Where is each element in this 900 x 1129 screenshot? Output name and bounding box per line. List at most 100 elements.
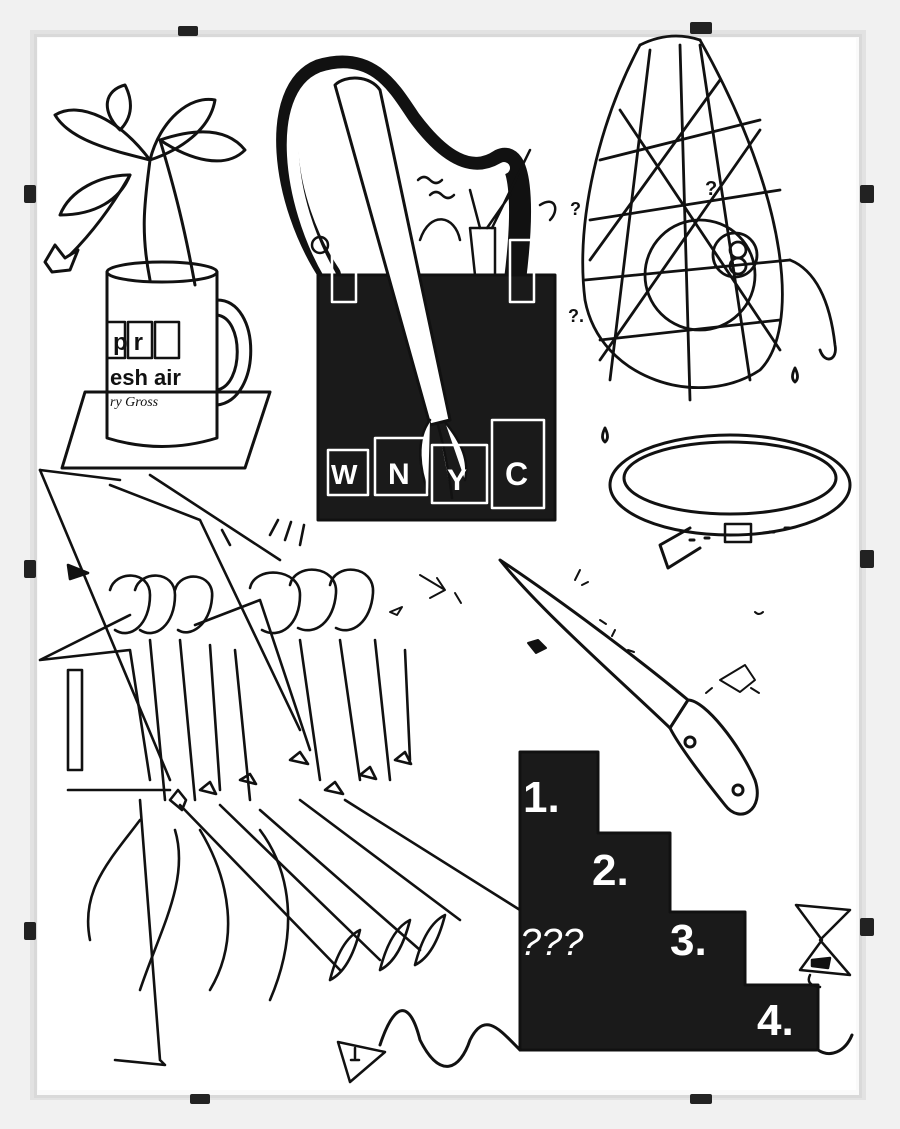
flies: [389, 569, 764, 694]
ray-marks: [220, 518, 306, 547]
podium-steps: [518, 750, 820, 1052]
mug-handle: [215, 298, 253, 407]
small-cup: [336, 1040, 387, 1084]
cup-outline: [336, 1040, 387, 1084]
light-beam: [38, 468, 302, 782]
handle-loop-right: [508, 238, 536, 304]
knife-handle: [668, 698, 759, 816]
knife-nicks: [599, 619, 635, 653]
logo-box-c: [490, 418, 546, 510]
frame-clip: [860, 918, 874, 936]
speck: [574, 569, 589, 586]
net-contents: [711, 231, 759, 279]
body: [38, 613, 152, 782]
host-name-text: ry Gross: [110, 395, 159, 410]
fresh-air-text: esh air: [110, 365, 181, 390]
podium-place-2: 2.: [592, 846, 629, 895]
net-contents: [643, 218, 757, 332]
hourglass-stand: [807, 973, 822, 989]
footprint: [413, 913, 447, 967]
body: [193, 598, 312, 752]
stem: [142, 158, 152, 282]
fly-icon: [419, 574, 462, 604]
frame-clip: [860, 550, 874, 568]
leaf: [105, 83, 132, 132]
net-bag: ? ?. ?: [568, 34, 837, 444]
hand: [168, 772, 258, 812]
head: [173, 575, 214, 634]
wnyc-logo: W N Y C: [326, 418, 546, 510]
greens: [538, 200, 557, 222]
marching-figures: [38, 468, 522, 1067]
podium-place-4: 4.: [757, 996, 794, 1045]
frame-clip: [690, 1094, 712, 1104]
npr-box-3: [153, 320, 181, 360]
speck: [389, 606, 403, 616]
podium: 1. 2. 3. 4. ???: [518, 750, 820, 1052]
head: [248, 571, 302, 635]
frame-clip: [24, 560, 36, 578]
knife: [498, 558, 759, 816]
cone-tip: [66, 563, 90, 581]
logo-box-n: [373, 436, 429, 497]
npr-logo: pr: [113, 329, 149, 356]
speck: [527, 639, 547, 654]
belt-inner: [622, 440, 838, 516]
podium-place-3: 3.: [670, 916, 707, 965]
leg: [198, 828, 290, 1002]
stem: [68, 173, 132, 257]
leaf: [148, 97, 217, 162]
head: [288, 568, 338, 632]
stem: [158, 138, 197, 287]
drip-tail: [788, 258, 837, 361]
body: [298, 638, 412, 782]
hourglass-frame: [794, 903, 852, 977]
knife-rivet: [731, 783, 745, 797]
mug-handle-inner: [215, 313, 239, 392]
block: [66, 668, 84, 772]
handle-loop-left: [330, 238, 358, 304]
npr-box-1: [105, 320, 127, 360]
trail: [113, 798, 167, 1067]
wave-line: [378, 1009, 854, 1068]
head: [328, 568, 375, 632]
frame-clip: [24, 922, 36, 940]
flower: [43, 243, 80, 274]
coffee-mug: pr esh air ry Gross: [60, 260, 272, 470]
question-mark: ?.: [568, 306, 584, 326]
net-contents-loop: [728, 240, 748, 260]
carrot-top: [468, 148, 532, 230]
logo-box-y: [430, 443, 489, 505]
drip: [791, 366, 799, 384]
belt: [608, 433, 852, 570]
logo-letter-n: N: [388, 458, 410, 491]
tote-bag: W N Y C: [276, 55, 557, 522]
net-outline: [581, 38, 784, 390]
logo-letter-w: W: [331, 459, 358, 490]
carrot: [468, 226, 497, 277]
logo-letter-y: Y: [447, 464, 467, 497]
arm: [333, 76, 452, 427]
question-mark: ?: [705, 178, 717, 200]
knife-rivet: [683, 735, 697, 749]
head: [133, 574, 177, 635]
leaf: [158, 130, 247, 163]
hourglass-sand: [810, 956, 832, 970]
hand: [288, 750, 413, 796]
leaf: [53, 108, 152, 162]
mug-rim: [105, 260, 219, 284]
podium-place-1: 1.: [523, 773, 560, 822]
logo-box-w: [326, 448, 370, 497]
drip: [601, 426, 609, 444]
frame-clip: [190, 1094, 210, 1104]
frame-clip: [178, 26, 198, 36]
belt-buckle: [723, 522, 753, 544]
light-beam: [38, 468, 122, 482]
belt-holes: [688, 526, 791, 542]
head: [108, 574, 152, 635]
fruit: [310, 235, 330, 255]
frame-clip: [690, 22, 712, 34]
vegetables: [310, 148, 557, 277]
